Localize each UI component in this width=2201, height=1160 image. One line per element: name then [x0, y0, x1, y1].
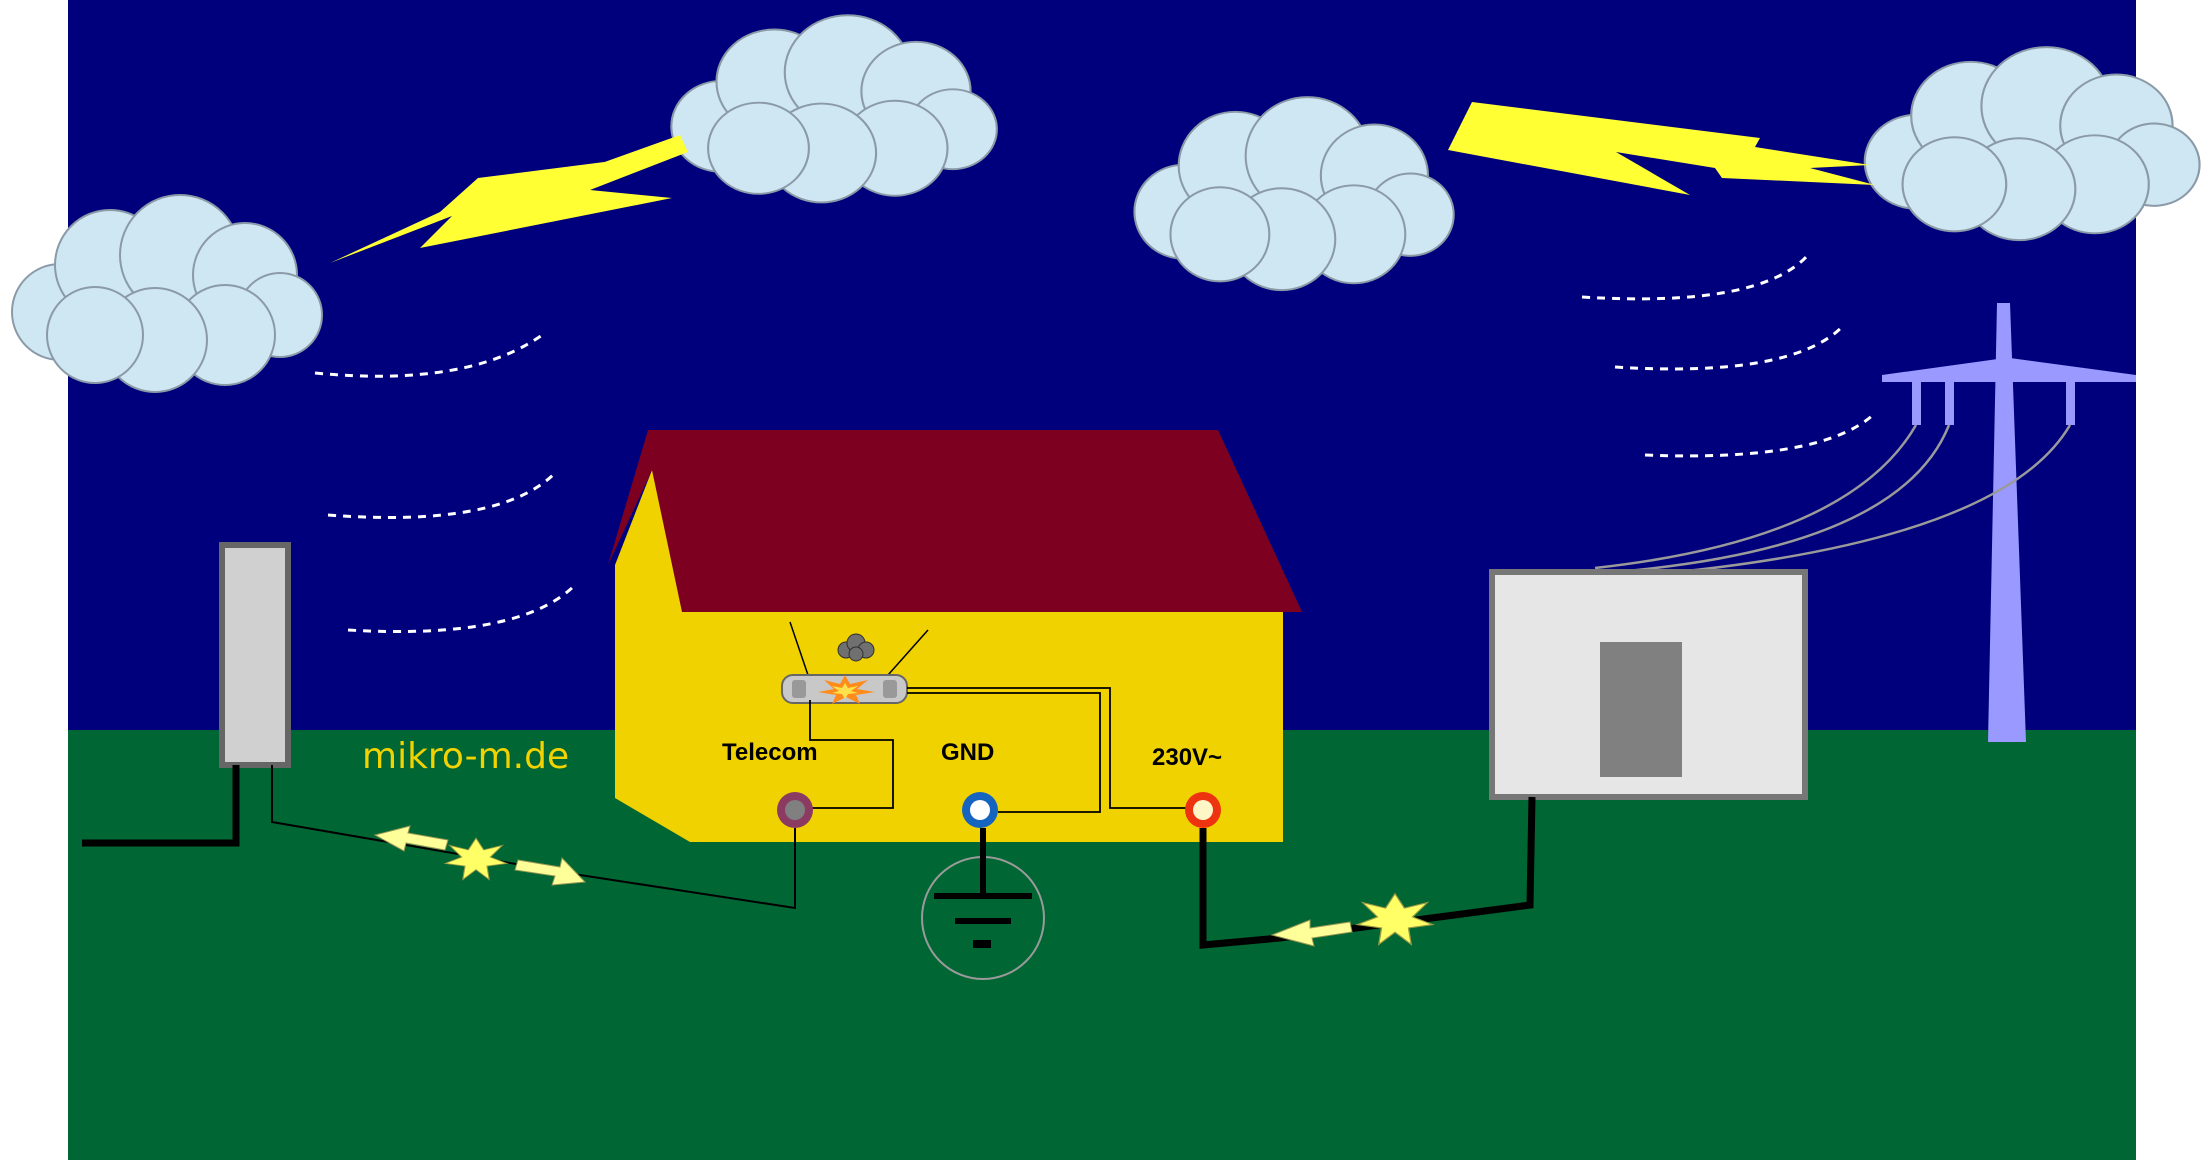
gnd-terminal [962, 792, 998, 828]
power-pylon-icon [1882, 303, 2136, 742]
power-cable [1199, 796, 1536, 949]
telecom-cable [82, 765, 796, 910]
telecom-label: Telecom [722, 739, 818, 766]
radiation-waves-left [314, 331, 577, 633]
power-lines [1594, 424, 2072, 578]
telecom-cabinet [219, 542, 291, 768]
telecom-terminal [777, 792, 813, 828]
transformer-door [1600, 642, 1682, 777]
house-side-wall [615, 470, 690, 842]
power-label: 230V~ [1152, 744, 1222, 771]
surge-arrow-right-telecom [514, 856, 587, 886]
smoke-icon [837, 633, 875, 662]
internal-wiring [809, 687, 1192, 813]
gnd-label: GND [941, 739, 994, 766]
lightning-bolt-icon [330, 135, 688, 263]
house-roof [608, 430, 1302, 612]
power-terminal [1185, 792, 1221, 828]
surge-protector-icon [781, 621, 929, 704]
brand-label: mikro-m.de [362, 736, 569, 777]
radiation-waves-right [1581, 253, 1874, 458]
surge-arrow-left-telecom [373, 825, 449, 852]
lightning-bolt-icon [1448, 102, 1875, 195]
surge-arrow-left-power [1270, 919, 1353, 947]
ground-symbol-icon [921, 828, 1045, 980]
